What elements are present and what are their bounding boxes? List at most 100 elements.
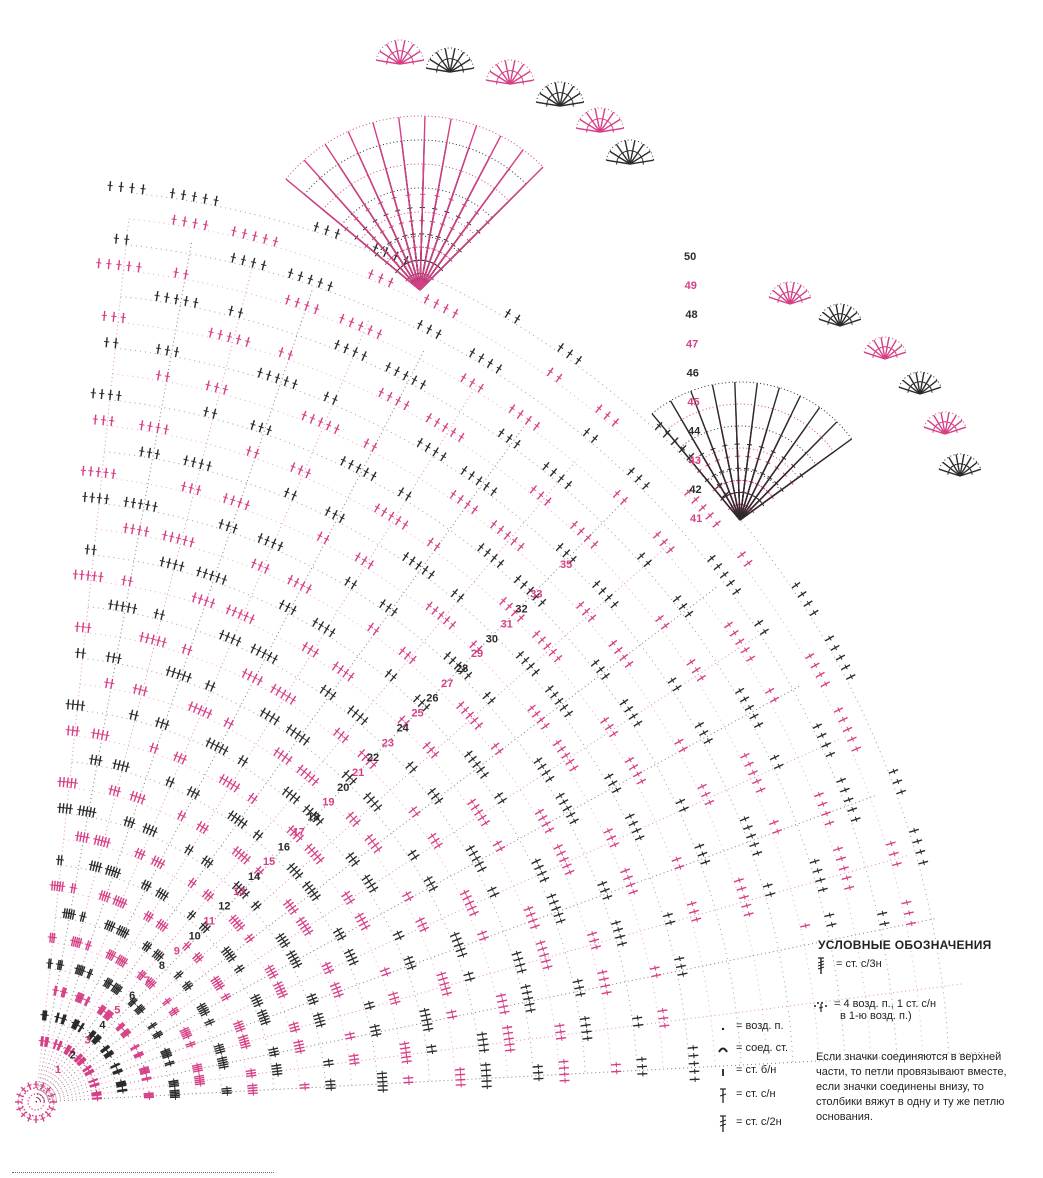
stitch (535, 940, 546, 946)
stitch-bar (144, 636, 151, 639)
stitch-bar (94, 1082, 97, 1089)
stitch (53, 985, 57, 996)
stitch (335, 931, 345, 938)
stitch-bar (225, 524, 231, 528)
fan-arc (818, 303, 862, 320)
stitch-bar (540, 637, 545, 643)
stitch (405, 761, 414, 769)
stitch (412, 810, 421, 818)
stitch (686, 452, 695, 461)
stitch-bar (21, 1087, 26, 1092)
diagram-center-ring (15, 1081, 57, 1123)
stitch (186, 786, 193, 796)
stitch-bar (680, 963, 683, 969)
stitch-bar (424, 296, 430, 301)
stitch (130, 1044, 140, 1051)
stitch-bar (546, 101, 548, 107)
stitch (292, 831, 301, 840)
stitch-bar (374, 505, 380, 510)
stitch (744, 704, 755, 711)
stitch-bar (228, 309, 234, 312)
stitch-bar (410, 964, 414, 970)
fan-arc (575, 107, 625, 129)
stitch (377, 1080, 388, 1083)
stitch-bar (700, 783, 705, 789)
stitch (257, 533, 263, 543)
stitch (444, 48, 451, 73)
stitch-bar (309, 776, 315, 781)
stitch-bar (477, 809, 481, 815)
stitch (69, 803, 72, 815)
stitch (345, 898, 356, 905)
stitch-bar (565, 863, 569, 869)
stitch-bar (557, 544, 563, 549)
stitch-bar (908, 384, 913, 389)
stitch-bar (840, 855, 843, 862)
row-arc (123, 270, 872, 1059)
stitch (196, 566, 202, 577)
stitch (237, 885, 245, 894)
stitch-bar (951, 463, 957, 468)
stitch-bar (662, 1007, 664, 1014)
stitch-bar (675, 596, 680, 601)
stitch-bar (225, 995, 229, 1001)
stitch-bar (615, 920, 618, 926)
stitch-bar (159, 721, 166, 725)
stitch-bar (527, 905, 531, 912)
stitch-bar (362, 920, 366, 926)
stitch-bar (221, 578, 227, 581)
stitch-bar (398, 934, 402, 941)
stitch-bar (552, 692, 557, 698)
stitch-bar (160, 862, 166, 866)
stitch-bar (219, 984, 223, 990)
stitch-bar (485, 550, 491, 555)
stitch (674, 956, 685, 961)
stitch-bar (235, 337, 242, 341)
stitch-bar (636, 720, 641, 726)
stitch (525, 1008, 536, 1012)
stitch-bar (557, 912, 561, 918)
stitch-bar (800, 591, 805, 597)
stitch-bar (639, 553, 644, 558)
stitch (74, 937, 79, 948)
stitch (809, 609, 819, 617)
stitch-bar (907, 387, 910, 393)
stitch-bar (288, 271, 294, 274)
stitch (490, 487, 498, 497)
stitch-bar (257, 1001, 261, 1007)
stitch-bar (207, 712, 213, 716)
row-number: 1 (55, 1064, 61, 1076)
stitch-bar (234, 785, 240, 790)
stitch-bar (601, 880, 605, 887)
stitch-bar (140, 797, 146, 801)
stitch-bar (239, 925, 244, 930)
stitch (561, 752, 571, 759)
stitch (315, 1023, 326, 1028)
stitch-bar (407, 895, 412, 901)
stitch (768, 296, 791, 305)
stitch (533, 421, 541, 431)
stitch-bar (636, 1015, 639, 1021)
stitch-bar (365, 793, 370, 798)
row-number: 30 (486, 633, 498, 645)
stitch (109, 389, 112, 400)
stitch-bar (854, 816, 858, 822)
fan-arc (651, 381, 853, 440)
stitch (585, 111, 601, 133)
stitch-bar (507, 1030, 510, 1036)
stitch-bar (148, 915, 154, 920)
stitch-bar (396, 930, 400, 936)
stitch (847, 736, 857, 742)
stitch-bar (528, 663, 534, 669)
stitch-bar (72, 782, 78, 784)
row-number: 12 (218, 901, 230, 913)
stitch-bar (509, 406, 515, 411)
stitch-bar (191, 460, 197, 463)
row-arc (52, 942, 197, 1094)
stitch-bar (348, 674, 354, 679)
stitch-bar (197, 1068, 200, 1074)
stitch-bar (231, 783, 236, 787)
fan-arc (359, 211, 476, 241)
stitch-bar (169, 535, 175, 538)
stitch-bar (738, 638, 743, 644)
